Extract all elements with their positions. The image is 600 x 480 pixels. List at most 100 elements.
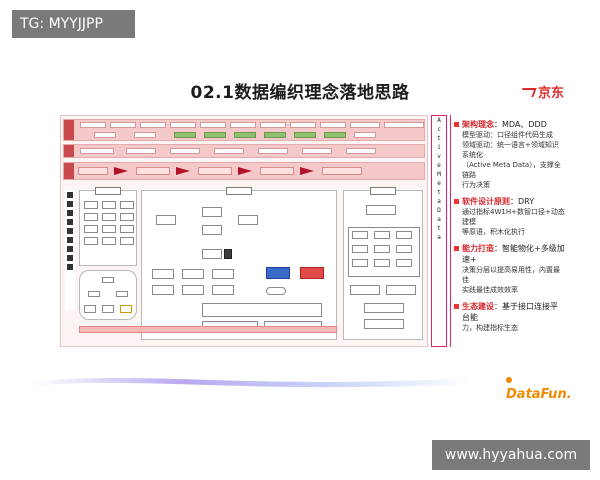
band-chip <box>354 132 376 138</box>
node <box>364 303 404 313</box>
band-chip <box>126 148 156 154</box>
band-chip <box>80 148 114 154</box>
strip-letter: a <box>437 234 441 241</box>
grid-cell <box>84 213 98 221</box>
grid-cell <box>120 237 134 245</box>
vertical-label <box>65 190 75 310</box>
jd-logo: 京东 <box>519 82 564 101</box>
node <box>386 285 416 295</box>
diagram-band-service <box>63 144 425 158</box>
node <box>266 287 286 295</box>
band-chip <box>230 122 256 128</box>
middle-panel <box>141 187 337 340</box>
node <box>182 269 204 279</box>
node <box>374 259 390 267</box>
principle-key: 能力打造 <box>462 244 494 253</box>
strip-letter: t <box>437 225 441 232</box>
band-chip <box>110 122 136 128</box>
band-chip <box>320 122 346 128</box>
flow-arrow <box>238 167 252 175</box>
principle-value: ：基于接口连接平台能 <box>462 302 558 322</box>
panel-header <box>226 187 252 195</box>
panel-header <box>95 187 121 195</box>
flow-arrow <box>114 167 128 175</box>
band-chip <box>264 132 286 138</box>
node <box>182 285 204 295</box>
grid-cell <box>84 201 98 209</box>
watermark-bottom-right: www.hyyahua.com <box>432 440 590 470</box>
band-chip <box>174 132 196 138</box>
tree-node <box>120 305 132 313</box>
bullet-icon <box>454 246 459 251</box>
datafun-logo: DataFun. <box>506 372 572 402</box>
node <box>366 205 396 215</box>
flow-step <box>198 167 232 175</box>
principle-key: 架构理念 <box>462 120 494 129</box>
strip-letter: c <box>437 126 441 133</box>
principle-line: 等原语，积木化执行 <box>462 228 525 236</box>
architecture-diagram <box>60 115 428 347</box>
node <box>352 231 368 239</box>
watermark-top-left: TG: MYYJJPP <box>12 10 135 38</box>
grid-cell <box>102 213 116 221</box>
band-chip <box>80 122 106 128</box>
node <box>212 285 234 295</box>
band-chip <box>290 122 316 128</box>
highlight-node <box>300 267 324 279</box>
bullet-icon <box>454 122 459 127</box>
principle-line: （Active Meta Data），支撑全链路 <box>462 161 561 179</box>
node <box>374 231 390 239</box>
band-chip <box>200 122 226 128</box>
band-chip <box>258 148 288 154</box>
strip-letter: a <box>437 198 441 205</box>
band-label-marker <box>64 163 74 179</box>
decorative-wave <box>30 378 470 388</box>
tree-node <box>88 291 100 297</box>
principle-key: 生态建设 <box>462 302 494 311</box>
node <box>202 207 222 217</box>
band-chip <box>302 148 332 154</box>
grid-cell <box>120 225 134 233</box>
grid-cell <box>84 225 98 233</box>
node <box>156 215 176 225</box>
strip-letter: i <box>437 144 441 151</box>
band-chip <box>94 132 116 138</box>
grid-cell <box>84 237 98 245</box>
principle-line: 领域驱动：统一语言+领域知识系统化 <box>462 141 559 159</box>
node <box>352 245 368 253</box>
table-block <box>202 303 322 317</box>
bullet-icon <box>454 304 459 309</box>
grid-cell <box>102 225 116 233</box>
node <box>364 319 404 329</box>
band-chip <box>384 122 424 128</box>
grid-cell <box>120 213 134 221</box>
band-chip <box>350 122 380 128</box>
left-panel <box>79 187 137 266</box>
principle-line: 通过指标4W1H+数智口径+动态建模 <box>462 208 565 226</box>
band-chip <box>294 132 316 138</box>
flow-arrow <box>300 167 314 175</box>
right-panel <box>343 187 423 340</box>
strip-letter: t <box>437 135 441 142</box>
principle-line: 力，构建指标生态 <box>462 324 518 332</box>
jd-logo-text: 京东 <box>537 86 564 101</box>
band-chip <box>260 122 286 128</box>
presentation-slide: 02.1数据编织理念落地思路 京东 <box>30 70 572 402</box>
band-chip <box>324 132 346 138</box>
band-chip <box>346 148 376 154</box>
node <box>396 245 412 253</box>
node <box>152 285 174 295</box>
principle-line: 决策分层以提高易用性，内置最佳 <box>462 266 560 284</box>
flow-step <box>322 167 362 175</box>
node <box>238 215 258 225</box>
band-chip <box>170 122 196 128</box>
band-chip <box>140 122 166 128</box>
tree-node <box>102 305 114 313</box>
principle-ecosystem: 生态建设：基于接口连接平台能 力，构建指标生态 <box>454 301 565 333</box>
node <box>350 285 380 295</box>
band-chip <box>234 132 256 138</box>
tree-node <box>84 305 96 313</box>
pink-bar <box>79 326 337 333</box>
jd-dog-icon <box>519 88 537 97</box>
principle-value: ：MDA、DDD <box>494 120 547 129</box>
